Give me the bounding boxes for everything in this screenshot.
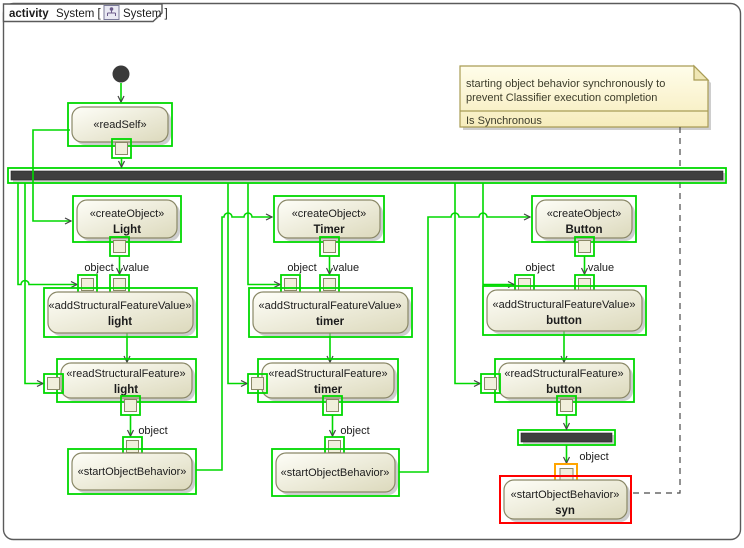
action-create-button[interactable]: «createObject» Button <box>531 195 637 243</box>
action-name: syn <box>555 505 575 517</box>
stereotype-label: «addStructuralFeatureValue» <box>493 299 636 311</box>
selection-highlight <box>271 448 400 497</box>
pin-create-light-result[interactable] <box>109 236 130 257</box>
frame-diagram-label: System ] <box>123 8 168 20</box>
action-name: button <box>546 384 582 396</box>
pin-read-self-result[interactable] <box>111 138 132 159</box>
action-name: timer <box>316 316 345 328</box>
pin-create-button-result[interactable] <box>574 236 595 257</box>
stereotype-label: «addStructuralFeatureValue» <box>259 300 402 312</box>
selection-highlight <box>7 167 727 184</box>
pin-create-timer-result[interactable] <box>319 236 340 257</box>
pin-label-object: object <box>287 262 316 274</box>
stereotype-label: «startObjectBehavior» <box>511 489 620 501</box>
note-text-line1: starting object behavior synchronously t… <box>466 78 665 90</box>
pin-label-value: value <box>123 262 149 274</box>
frame-kind-label: activity <box>9 8 49 20</box>
selection-highlight <box>67 448 197 495</box>
pin-read-button-object[interactable] <box>480 373 501 394</box>
join-bar-body <box>520 432 613 443</box>
selection-highlight <box>556 395 577 416</box>
pin-label-object: object <box>579 451 608 463</box>
pin-read-timer-object[interactable] <box>247 373 268 394</box>
comment-note[interactable]: starting object behavior synchronously t… <box>459 64 711 130</box>
action-read-timer[interactable]: «readStructuralFeature» timer <box>257 358 399 403</box>
action-name: Button <box>565 224 602 236</box>
pin-read-light-result[interactable] <box>120 395 141 416</box>
selection-highlight <box>248 287 413 338</box>
activity-diagram-icon <box>103 5 120 20</box>
action-start-timer[interactable]: «startObjectBehavior» <box>271 448 400 497</box>
stereotype-label: «createObject» <box>292 208 367 220</box>
stereotype-label: «readStructuralFeature» <box>268 368 387 380</box>
action-read-light[interactable]: «readStructuralFeature» light <box>56 358 197 403</box>
frame-name-label: System [ <box>56 8 102 20</box>
note-text-line2: prevent Classifier execution completion <box>466 92 657 104</box>
action-name: button <box>546 315 582 327</box>
edge-fork-to-add-button-object[interactable] <box>482 183 514 285</box>
pin-label-object: object <box>340 425 369 437</box>
edge-readself-to-create-light[interactable] <box>32 129 71 221</box>
stereotype-label: «addStructuralFeatureValue» <box>49 300 192 312</box>
selection-highlight <box>120 395 141 416</box>
edge-fork-to-read-light-object[interactable] <box>24 183 43 384</box>
selection-highlight <box>247 373 268 394</box>
selection-highlight <box>574 236 595 257</box>
stereotype-label: «readStructuralFeature» <box>66 368 185 380</box>
edge-start-light-to-create-timer[interactable] <box>196 212 272 471</box>
selection-highlight <box>111 138 132 159</box>
stereotype-label: «readSelf» <box>93 119 146 131</box>
action-name: timer <box>314 384 343 396</box>
selection-highlight <box>43 373 64 394</box>
selection-highlight <box>480 373 501 394</box>
fork-bar-body <box>10 170 724 181</box>
action-add-light[interactable]: «addStructuralFeatureValue» light <box>43 287 198 338</box>
selection-highlight <box>72 195 182 243</box>
edge-fork-to-read-timer-object[interactable] <box>227 183 247 384</box>
action-add-button[interactable]: «addStructuralFeatureValue» button <box>482 285 647 336</box>
selection-highlight <box>482 285 647 336</box>
initial-node[interactable] <box>112 65 130 83</box>
edge-fork-to-add-timer-object[interactable] <box>247 183 280 285</box>
pin-label-object: object <box>84 262 113 274</box>
selection-highlight <box>322 395 343 416</box>
action-start-light[interactable]: «startObjectBehavior» <box>67 448 197 495</box>
pin-read-light-object[interactable] <box>43 373 64 394</box>
note-folded-corner-icon <box>693 64 710 81</box>
action-start-syn[interactable]: «startObjectBehavior» syn <box>499 475 632 524</box>
note-body <box>459 65 709 128</box>
selection-highlight <box>319 236 340 257</box>
action-name: light <box>108 316 132 328</box>
action-read-self[interactable]: «readSelf» <box>67 102 173 147</box>
selection-highlight <box>43 287 198 338</box>
pin-read-timer-result[interactable] <box>322 395 343 416</box>
fork-bar[interactable] <box>7 167 727 184</box>
stereotype-label: «createObject» <box>90 208 165 220</box>
action-read-button[interactable]: «readStructuralFeature» button <box>494 358 635 403</box>
stereotype-label: «startObjectBehavior» <box>78 466 187 478</box>
action-name: Timer <box>313 224 345 236</box>
stereotype-label: «startObjectBehavior» <box>281 467 390 479</box>
pin-label-value: value <box>588 262 614 274</box>
note-anchor-line <box>633 127 681 494</box>
pin-label-value: value <box>333 262 359 274</box>
pin-read-button-result[interactable] <box>556 395 577 416</box>
action-name: Light <box>113 224 141 236</box>
stereotype-label: «readStructuralFeature» <box>504 368 623 380</box>
action-create-light[interactable]: «createObject» Light <box>72 195 182 243</box>
error-highlight <box>499 475 632 524</box>
action-add-timer[interactable]: «addStructuralFeatureValue» timer <box>248 287 413 338</box>
pin-label-object: object <box>138 425 167 437</box>
edge-start-timer-to-create-button[interactable] <box>399 212 530 473</box>
edge-fork-to-read-button-object[interactable] <box>454 183 480 384</box>
action-create-timer[interactable]: «createObject» Timer <box>273 195 385 243</box>
note-property-text: Is Synchronous <box>466 115 542 127</box>
selection-highlight <box>109 236 130 257</box>
stereotype-label: «createObject» <box>547 208 622 220</box>
action-name: light <box>114 384 138 396</box>
diagram-frame-tab[interactable] <box>2 3 163 23</box>
pin-label-object: object <box>525 262 554 274</box>
